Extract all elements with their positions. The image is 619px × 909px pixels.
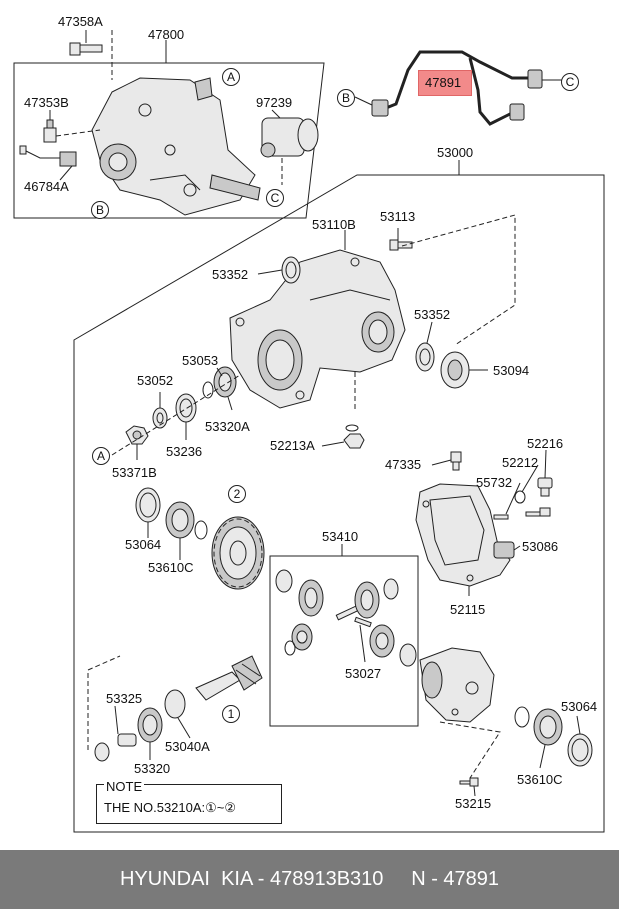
label-53053: 53053 — [182, 353, 219, 368]
transfer-group-frame — [13, 62, 325, 219]
pinion-gear-2 — [369, 624, 395, 658]
label-53320A: 53320A — [205, 419, 250, 434]
marker-2-ring-gear: 2 — [228, 485, 246, 503]
shim-53064-b — [567, 733, 593, 767]
sensor-47353B — [43, 119, 57, 143]
washer-small-1 — [284, 640, 296, 656]
label-55732: 55732 — [476, 475, 513, 490]
exploded-parts-diagram — [13, 30, 605, 833]
thrust-washer-2 — [383, 578, 399, 600]
label-47891: 47891 — [425, 75, 462, 90]
label-53113: 53113 — [380, 209, 416, 224]
ring-gear — [211, 516, 265, 590]
marker-1-pinion: 1 — [222, 705, 240, 723]
side-gear-1 — [298, 579, 324, 617]
shim-53325 — [94, 742, 110, 762]
harness-46784A — [19, 129, 101, 167]
bearing-53610C-a — [165, 501, 195, 539]
pin-55732 — [493, 514, 509, 520]
note-title: NOTE — [104, 779, 145, 794]
bolt-53215 — [459, 777, 479, 787]
marker-B-lower: B — [91, 201, 109, 219]
label-53052: 53052 — [137, 373, 174, 388]
label-53320: 53320 — [134, 761, 171, 776]
footer-part-banner: HYUNDAI KIA - 478913B310 N - 47891 — [0, 850, 619, 909]
label-53094: 53094 — [493, 363, 530, 378]
label-53064-a: 53064 — [125, 537, 162, 552]
label-52115: 52115 — [450, 602, 486, 617]
marker-C-lower: C — [266, 189, 284, 207]
label-53325: 53325 — [106, 691, 143, 706]
diff-carrier-53110B — [229, 249, 406, 409]
label-53064-b: 53064 — [561, 699, 598, 714]
bolt-53113 — [389, 239, 413, 251]
rear-cover-52115 — [415, 483, 515, 587]
label-47335: 47335 — [385, 457, 422, 472]
label-53000: 53000 — [437, 145, 474, 160]
snap-ring-right — [514, 706, 530, 728]
label-53027: 53027 — [345, 666, 382, 681]
differential-group-frame — [73, 174, 605, 833]
diff-case — [419, 647, 495, 723]
label-53040A: 53040A — [165, 739, 210, 754]
label-47358A: 47358A — [58, 14, 103, 29]
plug-47335 — [450, 451, 462, 471]
note-text: THE NO.53210A:①~② — [104, 800, 237, 815]
oil-seal-53352-b — [415, 342, 435, 372]
marker-B-wire: B — [337, 89, 355, 107]
label-53610C-b: 53610C — [517, 772, 563, 787]
label-53215: 53215 — [455, 796, 492, 811]
drive-pinion-gear — [195, 655, 263, 701]
label-52216: 52216 — [527, 436, 564, 451]
highlight-box — [418, 70, 472, 96]
side-gear-2 — [354, 581, 380, 619]
bolt-47358A — [69, 30, 113, 80]
pin-53027 — [354, 616, 372, 628]
bearing-53320A — [213, 366, 237, 398]
pinion-gear-1 — [291, 623, 313, 651]
bolt-53086 — [525, 507, 551, 517]
label-53352-b: 53352 — [414, 307, 451, 322]
plug-52216 — [537, 477, 553, 497]
label-53410: 53410 — [322, 529, 359, 544]
label-52212: 52212 — [502, 455, 539, 470]
label-53110B: 53110B — [312, 217, 356, 232]
nut-53371B — [125, 425, 149, 445]
wire-harness-47891 — [354, 50, 562, 126]
shim-53040A — [164, 689, 186, 719]
label-53352-a: 53352 — [212, 267, 249, 282]
transfer-case-47800 — [91, 77, 261, 216]
diff-gears-frame — [269, 555, 419, 727]
leader-lines — [49, 30, 581, 797]
bearing-53320 — [137, 707, 163, 743]
seal-53236 — [175, 393, 197, 423]
actuator-97239 — [260, 117, 319, 185]
snap-ring-53053 — [202, 381, 214, 399]
bearing-53610C-b — [533, 708, 563, 746]
label-52213A: 52213A — [270, 438, 315, 453]
dust-cover-53094 — [440, 351, 470, 389]
label-53610C-a: 53610C — [148, 560, 194, 575]
gasket-52212 — [514, 490, 526, 504]
marker-A-top: A — [222, 68, 240, 86]
label-53371B: 53371B — [112, 465, 157, 480]
marker-C-wire: C — [561, 73, 579, 91]
oil-seal-53352-a — [281, 256, 301, 284]
thrust-washer-1 — [275, 569, 293, 593]
label-97239: 97239 — [256, 95, 293, 110]
marker-A-diff: A — [92, 447, 110, 465]
label-46784A: 46784A — [24, 179, 69, 194]
plug-52213A — [343, 424, 365, 449]
spacer-53320 — [117, 733, 137, 747]
snap-ring-left — [194, 520, 208, 540]
shim-53064-a — [135, 487, 161, 523]
label-47353B: 47353B — [24, 95, 69, 110]
label-53236: 53236 — [166, 444, 203, 459]
label-47800: 47800 — [148, 27, 185, 42]
label-53086: 53086 — [522, 539, 559, 554]
washer-small-2 — [399, 643, 417, 667]
